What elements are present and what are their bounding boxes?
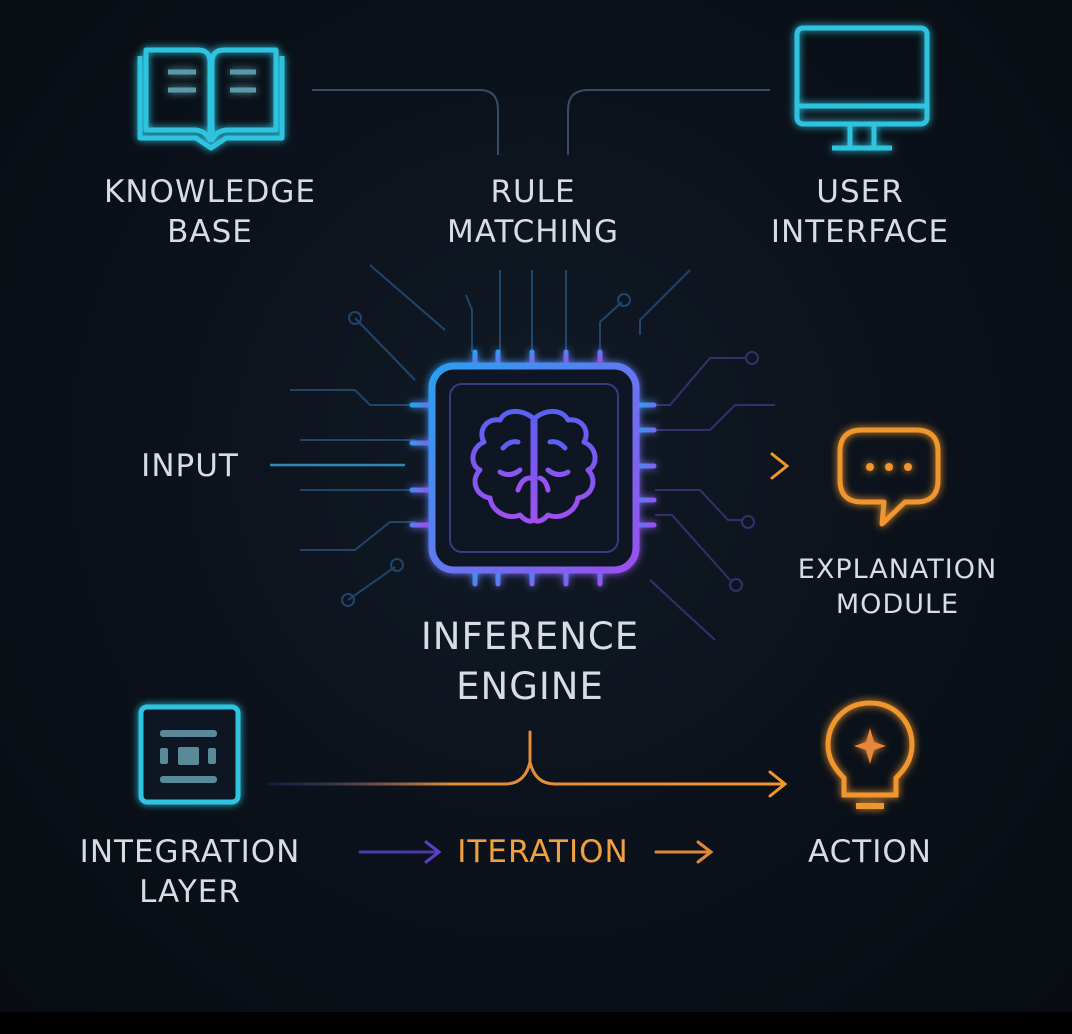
iteration-label: ITERATION (457, 834, 629, 870)
action-label: ACTION (808, 834, 932, 870)
integration-layer-label: INTEGRATION LAYER (40, 832, 340, 913)
iteration-arrows (358, 840, 714, 864)
open-book-icon (137, 47, 285, 151)
user-interface-label: USER INTERFACE (710, 172, 1010, 253)
output-arrow (653, 452, 790, 480)
rule-matching-line1: RULE (490, 174, 576, 210)
rule-matching-line2: MATCHING (447, 214, 619, 251)
speech-bubble-icon (837, 427, 941, 527)
user-interface-line2: INTERFACE (770, 214, 950, 251)
explanation-module-label: EXPLANATION MODULE (760, 552, 1035, 622)
inference-engine-line2: ENGINE (456, 664, 604, 708)
rule-matching-label: RULE MATCHING (383, 172, 683, 253)
input-label: INPUT (141, 448, 239, 484)
knowledge-base-label: KNOWLEDGE BASE (60, 172, 360, 253)
diagram-graphics (137, 25, 941, 864)
brain-chip-icon (409, 349, 657, 587)
integration-layer-line2: LAYER (139, 874, 241, 911)
knowledge-base-line1: KNOWLEDGE (104, 174, 316, 210)
user-interface-line1: USER (816, 174, 904, 210)
inference-engine-label: INFERENCE ENGINE (330, 612, 730, 712)
monitor-icon (794, 25, 930, 151)
top-connectors (312, 89, 770, 155)
diagram-canvas: KNOWLEDGE BASE RULE MATCHING USER INTERFACE… (0, 0, 1072, 1012)
layer-panel-icon (138, 704, 241, 805)
inference-engine-line1: INFERENCE (420, 615, 640, 658)
integration-to-action-arrow (268, 730, 788, 798)
integration-layer-line1: INTEGRATION (79, 834, 301, 870)
knowledge-base-line2: BASE (167, 214, 253, 251)
explanation-module-line2: MODULE (835, 589, 960, 621)
explanation-module-line1: EXPLANATION (797, 554, 998, 585)
circuit-traces (270, 264, 775, 641)
lightbulb-icon (825, 700, 915, 809)
